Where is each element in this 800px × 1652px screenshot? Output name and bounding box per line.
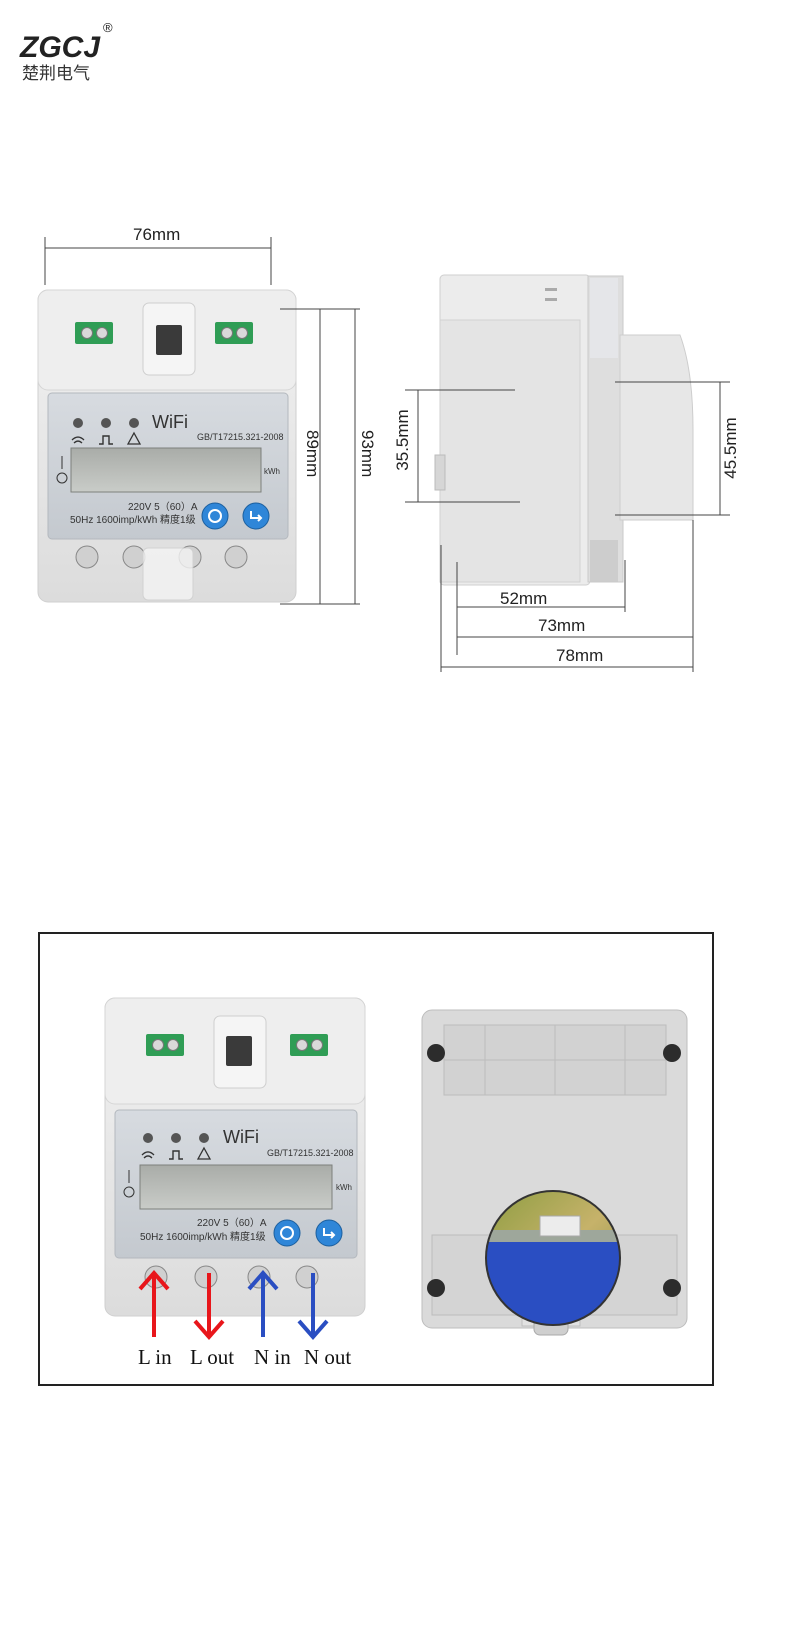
- pulse-icon: [169, 1150, 183, 1160]
- mounting-hole: [427, 1044, 445, 1062]
- enter-button: [242, 502, 270, 530]
- lcd-display: [70, 447, 262, 493]
- enter-button: [315, 1219, 343, 1247]
- side-meter: [434, 274, 694, 586]
- clock-icon: [56, 472, 68, 484]
- indicator-led: [143, 1133, 153, 1143]
- cycle-button: [273, 1219, 301, 1247]
- din-rail-inset: [486, 1191, 620, 1325]
- mounting-hole: [663, 1044, 681, 1062]
- spec-text: 50Hz 1600imp/kWh 精度1级: [70, 513, 196, 526]
- wifi-icon: [141, 1151, 155, 1159]
- lcd-display: [139, 1164, 333, 1210]
- standard-text: GB/T17215.321-2008: [197, 432, 284, 442]
- mounting-hole: [663, 1279, 681, 1297]
- indicator-led: [101, 418, 111, 428]
- registered-mark: ®: [103, 20, 113, 35]
- side-dimension-lines: [405, 381, 730, 672]
- rating-text: 220V 5（60）A: [197, 1217, 267, 1229]
- front-meter-bottom: WiFi GB/T17215.321-2008 kWh 220V 5（60）A …: [104, 997, 366, 1317]
- dim-depth-52: 52mm: [500, 589, 547, 608]
- brand-logo: ZGCJ ® 楚荆电气: [19, 20, 113, 84]
- unit-text: kWh: [336, 1183, 352, 1192]
- warning-icon: [196, 1146, 212, 1160]
- wiring-arrow-3: [247, 1269, 279, 1337]
- wiring-arrow-2: [193, 1273, 225, 1341]
- dim-depth-73: 73mm: [538, 616, 585, 635]
- dim-side-left: 35.5mm: [393, 409, 412, 470]
- dim-height-inner: 89mm: [303, 430, 322, 477]
- wiring-label-2: L out: [190, 1345, 234, 1369]
- indicator-led: [129, 418, 139, 428]
- indicator-led: [73, 418, 83, 428]
- dim-width-front: 76mm: [133, 225, 180, 244]
- wiring-arrows: [138, 1269, 329, 1341]
- cycle-button: [201, 502, 229, 530]
- front-meter-top: WiFi GB/T17215.321-2008 kWh 220V 5（60）A …: [37, 289, 297, 603]
- wifi-label: WiFi: [223, 1127, 259, 1147]
- wifi-label: WiFi: [152, 412, 188, 432]
- reset-port: [156, 325, 182, 355]
- rating-text: 220V 5（60）A: [128, 501, 198, 513]
- mounting-hole: [427, 1279, 445, 1297]
- wiring-arrow-1: [138, 1269, 170, 1337]
- back-meter: [421, 1009, 688, 1336]
- wiring-label-1: L in: [138, 1345, 172, 1369]
- dim-depth-78: 78mm: [556, 646, 603, 665]
- front-dimension-lines: [44, 237, 360, 605]
- wiring-label-4: N out: [304, 1345, 351, 1369]
- unit-text: kWh: [264, 467, 280, 476]
- clock-icon: [123, 1186, 135, 1198]
- wifi-icon: [71, 436, 85, 444]
- wiring-labels: L in L out N in N out: [138, 1345, 351, 1369]
- indicator-led: [171, 1133, 181, 1143]
- wiring-arrow-4: [297, 1273, 329, 1341]
- wiring-label-3: N in: [254, 1345, 291, 1369]
- logo-text: ZGCJ: [19, 31, 101, 64]
- standard-text: GB/T17215.321-2008: [267, 1148, 354, 1158]
- spec-text: 50Hz 1600imp/kWh 精度1级: [140, 1230, 266, 1243]
- dim-height-outer: 93mm: [358, 430, 377, 477]
- pulse-icon: [99, 435, 113, 445]
- indicator-led: [199, 1133, 209, 1143]
- warning-icon: [126, 431, 142, 445]
- dim-side-right: 45.5mm: [721, 417, 740, 478]
- logo-chinese: 楚荆电气: [22, 64, 90, 84]
- reset-port: [226, 1036, 252, 1066]
